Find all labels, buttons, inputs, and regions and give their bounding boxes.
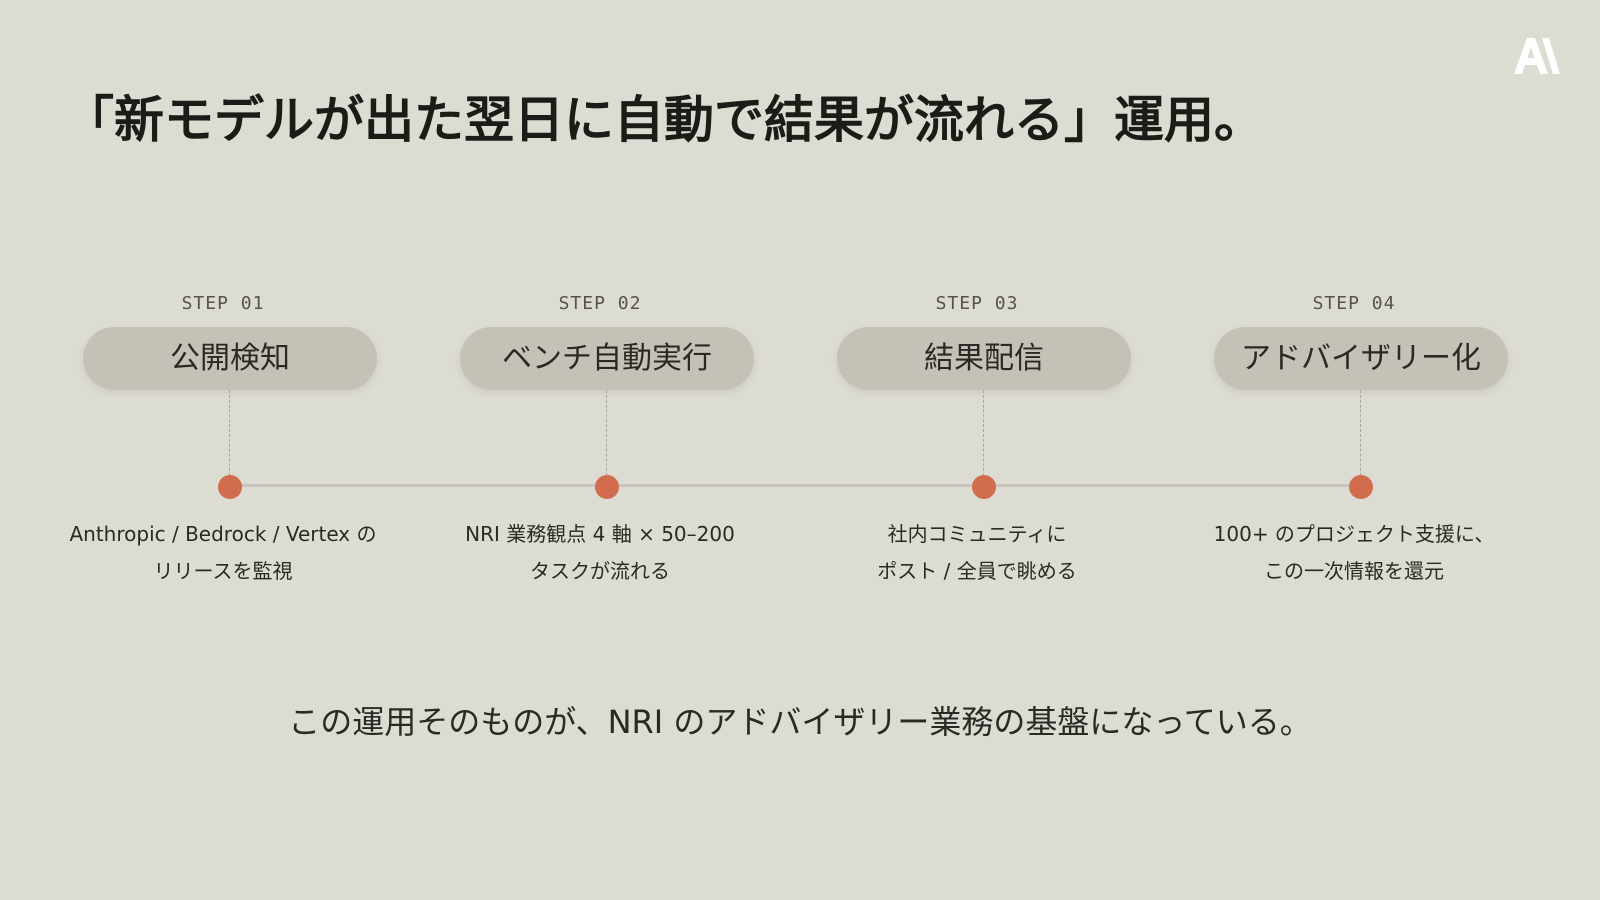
dashed-connector [983,390,984,476]
timeline-dot [972,475,996,499]
step-04: STEP 04 アドバイザリー化 100+ のプロジェクト支援に、 この一次情報… [1174,292,1534,612]
step-description-line: ポスト / 全員で眺める [877,559,1077,583]
anthropic-logo-icon [1514,38,1560,74]
step-description: 社内コミュニティに ポスト / 全員で眺める [797,516,1157,590]
slide-title: 「新モデルが出た翌日に自動で結果が流れる」運用。 [64,91,1264,149]
step-label: STEP 03 [935,293,1019,314]
step-description-line: NRI 業務観点 4 軸 × 50–200 [465,522,735,546]
step-description-line: Anthropic / Bedrock / Vertex の [69,522,377,546]
step-pill: 結果配信 [837,327,1131,390]
step-description-line: タスクが流れる [530,559,670,583]
step-01: STEP 01 公開検知 Anthropic / Bedrock / Verte… [43,292,403,612]
step-description-line: 100+ のプロジェクト支援に、 [1213,522,1495,546]
dashed-connector [229,390,230,476]
timeline-line [234,484,1366,487]
step-pill: アドバイザリー化 [1214,327,1508,390]
step-description: Anthropic / Bedrock / Vertex の リリースを監視 [43,516,403,590]
step-description: NRI 業務観点 4 軸 × 50–200 タスクが流れる [420,516,780,590]
timeline-dot [595,475,619,499]
step-name: 結果配信 [924,340,1044,376]
step-name: アドバイザリー化 [1241,340,1481,376]
dashed-connector [1360,390,1361,476]
step-description-line: 社内コミュニティに [887,522,1067,546]
timeline-dot [1349,475,1373,499]
step-02: STEP 02 ベンチ自動実行 NRI 業務観点 4 軸 × 50–200 タス… [420,292,780,612]
step-03: STEP 03 結果配信 社内コミュニティに ポスト / 全員で眺める [797,292,1157,612]
step-pill: 公開検知 [83,327,377,390]
timeline-dot [218,475,242,499]
step-pill: ベンチ自動実行 [460,327,754,390]
step-description-line: この一次情報を還元 [1264,559,1444,583]
step-name: ベンチ自動実行 [502,340,712,376]
step-description-line: リリースを監視 [153,559,293,583]
footer-message: この運用そのものが、NRI のアドバイザリー業務の基盤になっている。 [288,703,1312,741]
step-label: STEP 02 [558,293,642,314]
step-label: STEP 01 [181,293,265,314]
step-name: 公開検知 [170,340,290,376]
step-label: STEP 04 [1312,293,1396,314]
step-description: 100+ のプロジェクト支援に、 この一次情報を還元 [1174,516,1534,590]
dashed-connector [606,390,607,476]
